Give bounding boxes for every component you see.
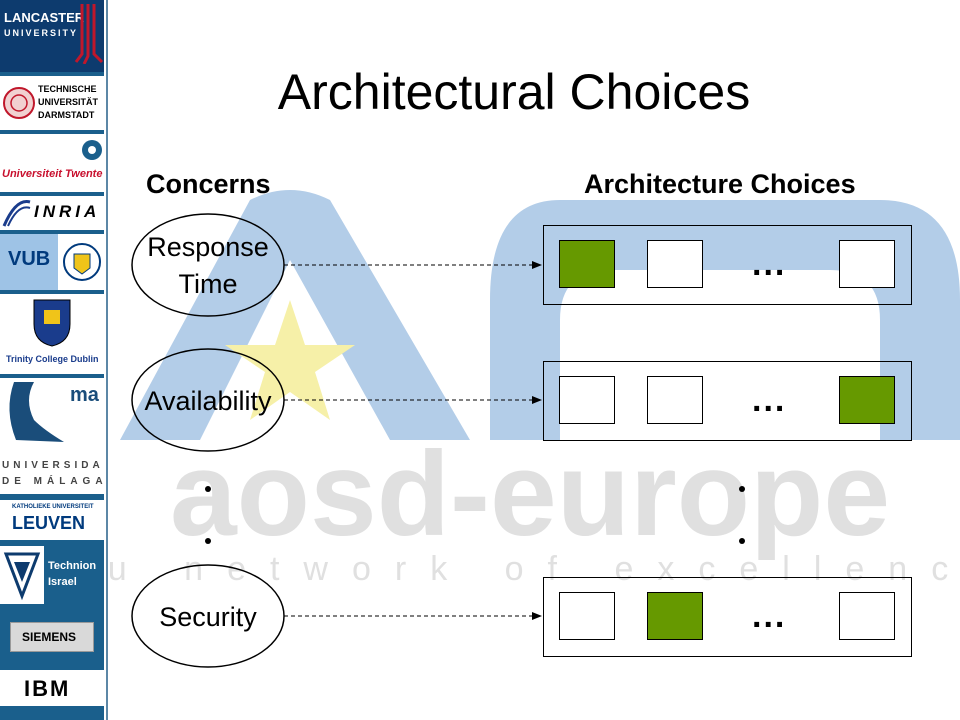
choice-box [559, 592, 615, 640]
choice-row [543, 225, 912, 305]
technion-logo: Technion Israel [0, 546, 104, 606]
watermark-a-shape [120, 190, 470, 440]
choice-row [543, 361, 912, 441]
choices-continuation-dot [739, 538, 745, 544]
choice-ellipsis: ... [752, 597, 787, 635]
technion-emblem-icon [0, 546, 44, 604]
darmstadt-seal-icon [3, 87, 35, 119]
concern-label-availability: Availability [144, 386, 272, 416]
inria-logo: INRIA [0, 196, 104, 230]
slide-title: Architectural Choices [277, 64, 751, 120]
vub-seal-icon [63, 243, 101, 281]
concern-label-security: Security [159, 602, 257, 632]
concerns-continuation-dot [205, 486, 211, 492]
concern-label-response-time-line1: Response [147, 232, 269, 262]
choice-row [543, 577, 912, 657]
twente-logo: Universiteit Twente [0, 134, 104, 192]
watermark-tagline: eu network of excellence [65, 550, 960, 588]
sidebar-divider [106, 0, 108, 720]
architecture-choices-header: Architecture Choices [584, 169, 856, 199]
siemens-logo: SIEMENS [0, 620, 104, 656]
choice-box [647, 376, 703, 424]
choice-box [839, 592, 895, 640]
malaga-emblem-icon [9, 382, 65, 442]
concerns-continuation-dot [205, 538, 211, 544]
trinity-logo: Trinity College Dublin [0, 294, 104, 374]
choice-box-selected [839, 376, 895, 424]
choice-ellipsis: ... [752, 381, 787, 419]
choices-continuation-dot [739, 486, 745, 492]
concerns-header: Concerns [146, 169, 271, 199]
watermark-star [225, 300, 355, 420]
choice-box-selected [647, 592, 703, 640]
vub-logo: VUB [0, 234, 104, 290]
twente-emblem-icon [82, 140, 102, 160]
inria-swoosh-icon [2, 200, 31, 227]
darmstadt-logo: TECHNISCHE UNIVERSITÄT DARMSTADT [0, 76, 104, 130]
siemens-badge [10, 622, 94, 652]
vub-badge [0, 234, 58, 290]
malaga-logo: ma UNIVERSIDAD DE MÁLAGA [0, 378, 104, 494]
choice-box [559, 376, 615, 424]
watermark-brand: aosd-europe [170, 427, 890, 561]
leuven-logo: KATHOLIEKE UNIVERSITEIT LEUVEN [0, 500, 104, 540]
choice-box-selected [559, 240, 615, 288]
lancaster-logo: LANCASTER UNIVERSITY [0, 0, 104, 72]
watermark-brand-text: aosd-europe eu network of excellence [65, 427, 960, 588]
trinity-crest-icon [33, 299, 71, 347]
choice-box [839, 240, 895, 288]
ibm-logo: IBM [0, 670, 104, 706]
choice-ellipsis: ... [752, 245, 787, 283]
partner-logo-sidebar: LANCASTER UNIVERSITY TECHNISCHE UNIVERSI… [0, 0, 104, 720]
choice-box [647, 240, 703, 288]
lancaster-crest-icon [74, 4, 104, 64]
concern-label-response-time-line2: Time [178, 269, 238, 299]
